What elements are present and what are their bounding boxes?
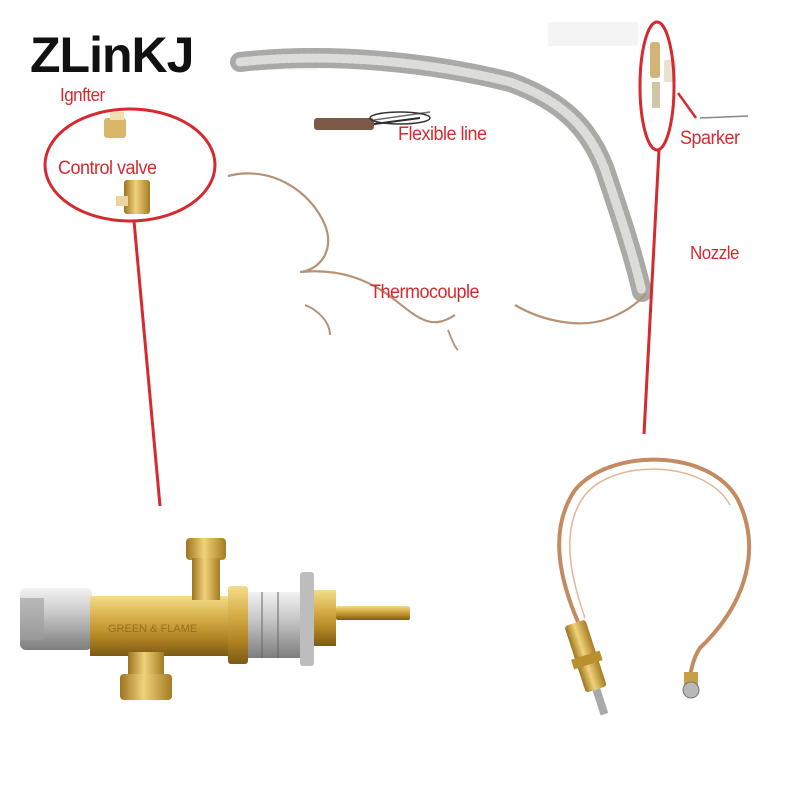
thermocouple-connector — [682, 672, 700, 699]
svg-text:GREEN & FLAME: GREEN & FLAME — [108, 623, 197, 635]
label-control-valve: Control valve — [58, 156, 157, 179]
label-igniter: Ignfter — [60, 84, 105, 106]
valve-bottom-fitting — [128, 652, 164, 678]
sparker-part — [650, 42, 749, 119]
label-flexible-line: Flexible line — [398, 122, 487, 145]
valve-stem — [336, 606, 410, 620]
label-nozzle: Nozzle — [690, 242, 739, 264]
thermocouple-wire — [514, 293, 647, 325]
valve-body — [90, 596, 242, 656]
thermocouple-probe — [565, 620, 609, 716]
thermocouple-wire — [304, 304, 331, 336]
brand-logo: ZLinKJ — [30, 27, 194, 83]
igniter-probe — [314, 111, 431, 130]
label-thermocouple: Thermocouple — [370, 280, 480, 303]
valve-top-fitting — [186, 538, 226, 560]
flexible-line — [230, 48, 652, 302]
valve-nut — [314, 590, 336, 646]
callout-control-valve — [43, 107, 217, 507]
valve-mounting-plate — [300, 572, 314, 666]
callout-sparker — [638, 20, 698, 435]
thermocouple-wire — [227, 172, 456, 324]
top-assembly-photo — [104, 22, 749, 351]
thermocouple-wire — [447, 329, 459, 351]
thermocouple-product — [557, 457, 751, 716]
flexible-line-highlight — [235, 53, 647, 297]
valve-steel-section — [248, 592, 300, 658]
control-valve-product: GREEN & FLAME — [20, 538, 410, 700]
thermocouple-tube — [557, 457, 751, 677]
control-valve-fitting — [116, 180, 150, 214]
photo-fade-patch — [548, 22, 638, 46]
igniter-fitting — [104, 112, 126, 138]
label-sparker: Sparker — [680, 126, 740, 149]
